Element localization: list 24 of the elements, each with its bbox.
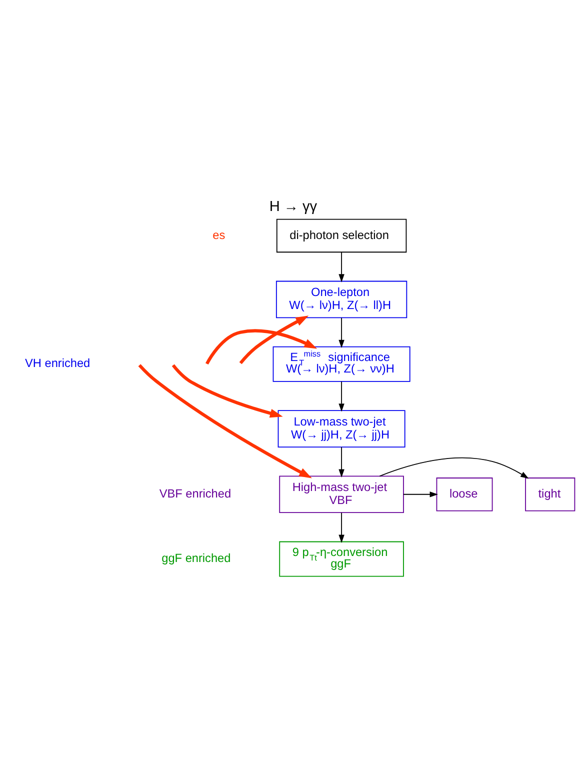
label: es (212, 227, 226, 242)
node-box: High-mass two-jet VBF (279, 475, 404, 513)
node-box: loose (436, 477, 493, 511)
node-box: Low-mass two-jet W(→ jj)H, Z(→ jj)H (278, 410, 406, 447)
node-box: One-lepton W(→ lν)H, Z(→ ll)H (276, 280, 408, 318)
arrow (338, 446, 344, 477)
arrow (172, 364, 283, 418)
arrow (403, 491, 438, 497)
node-box: 9 p$_{Tt}$-η-conversion ggF (279, 540, 404, 576)
label: VBF enriched (159, 486, 232, 500)
arrow (338, 380, 344, 412)
node-box: tight (525, 477, 576, 511)
arrow (338, 251, 344, 282)
arrow (206, 328, 318, 364)
node-box: di-photon selection (276, 218, 407, 252)
label: VH enriched (25, 356, 90, 370)
arrow (138, 364, 312, 478)
arrow (239, 315, 309, 364)
arrow (379, 456, 529, 478)
arrow (338, 316, 344, 348)
node-box: E$_{T}$$^{miss}$ significance W(→ lν)H, Z(→ νν)H (272, 346, 410, 382)
arrow (338, 512, 344, 542)
diagram-title: H → γγ (269, 198, 318, 214)
label: ggF enriched (162, 550, 231, 565)
